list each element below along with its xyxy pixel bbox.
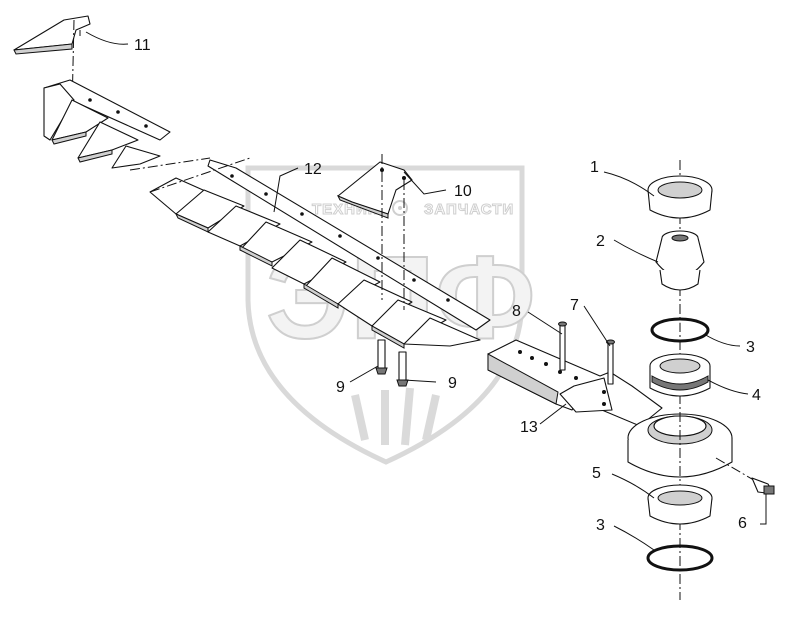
callout-3-upper: 3 (746, 339, 755, 356)
callout-7: 7 (570, 297, 579, 314)
watermark-wheat-icon (351, 387, 440, 446)
callouts: 11 12 10 1 2 3 4 8 7 9 9 13 5 3 6 (134, 37, 761, 534)
part-8-pin (558, 321, 567, 371)
part-2-bushing (655, 230, 705, 291)
part-3-snap-ring-lower (646, 544, 714, 572)
callout-9-right: 9 (448, 375, 457, 392)
part-7-pin (606, 339, 615, 385)
callout-11: 11 (134, 37, 151, 54)
part-1-cup (647, 175, 713, 219)
part-5-cup (647, 484, 713, 525)
knife-bar-left (43, 79, 211, 171)
callout-10: 10 (454, 183, 472, 200)
callout-8: 8 (512, 303, 521, 320)
part-11-guard (13, 15, 91, 111)
leader-lines (85, 31, 767, 551)
part-4-bearing (649, 353, 711, 397)
part-6-grease-fitting (715, 457, 775, 495)
callout-9-left: 9 (336, 379, 345, 396)
part-10-guard (336, 154, 413, 310)
watermark-gear-icon (392, 200, 408, 216)
part-3-snap-ring-upper (650, 317, 710, 343)
knife-bar-main (149, 157, 491, 349)
callout-6: 6 (738, 515, 747, 532)
callout-5: 5 (592, 465, 601, 482)
callout-13: 13 (520, 419, 538, 436)
callout-2: 2 (596, 233, 605, 250)
callout-4: 4 (752, 387, 761, 404)
part-9-bolts (375, 339, 409, 387)
callout-1: 1 (590, 159, 599, 176)
callout-3-lower: 3 (596, 517, 605, 534)
watermark-brand-right: ЗАПЧАСТИ (424, 201, 514, 218)
callout-12: 12 (304, 161, 322, 178)
